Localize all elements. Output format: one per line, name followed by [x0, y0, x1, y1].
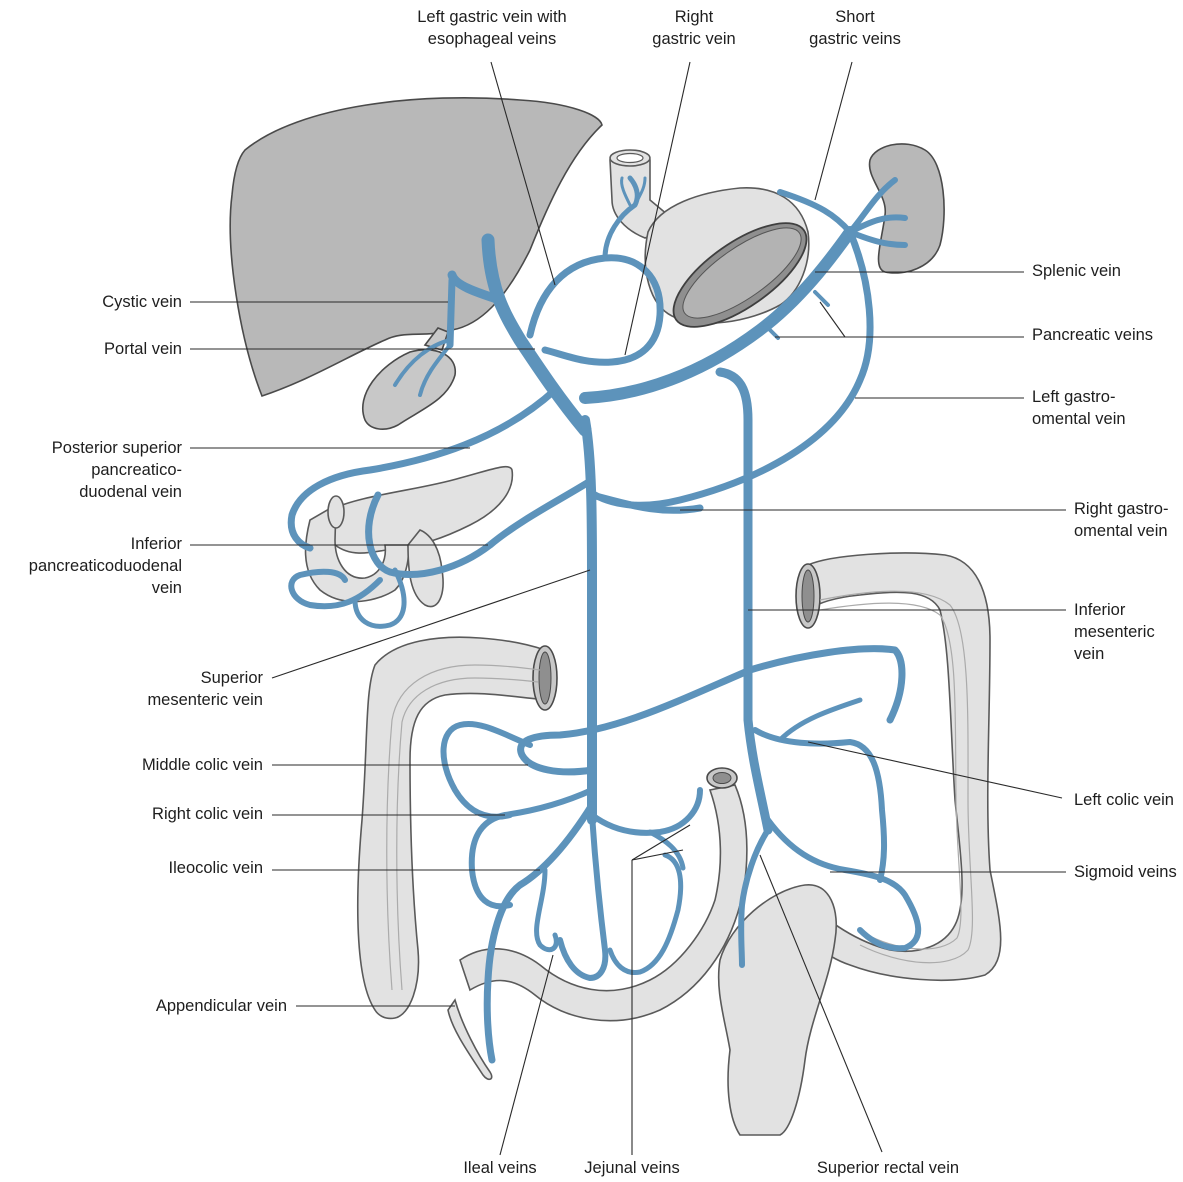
- label-left-colic-vein: Left colic vein: [1074, 789, 1174, 811]
- label-posterior-superior-pancreaticoduodenal-vein: Posterior superior pancreatico- duodenal…: [10, 437, 182, 503]
- label-left-gastroomental-vein: Left gastro- omental vein: [1032, 386, 1126, 430]
- label-pancreatic-veins: Pancreatic veins: [1032, 324, 1153, 346]
- label-cystic-vein: Cystic vein: [20, 291, 182, 313]
- label-right-colic-vein: Right colic vein: [80, 803, 263, 825]
- right-colic-vein-path: [472, 790, 592, 906]
- label-portal-vein: Portal vein: [20, 338, 182, 360]
- label-ileal-veins: Ileal veins: [440, 1157, 560, 1179]
- label-right-gastroomental-vein: Right gastro- omental vein: [1074, 498, 1168, 542]
- label-splenic-vein: Splenic vein: [1032, 260, 1121, 282]
- label-jejunal-veins: Jejunal veins: [570, 1157, 694, 1179]
- label-superior-mesenteric-vein: Superior mesenteric vein: [100, 667, 263, 711]
- label-appendicular-vein: Appendicular vein: [80, 995, 287, 1017]
- rectum: [719, 885, 837, 1135]
- ileocolic-vein-path: [487, 805, 592, 1060]
- label-superior-rectal-vein: Superior rectal vein: [800, 1157, 976, 1179]
- label-left-gastric-vein: Left gastric vein with esophageal veins: [392, 6, 592, 50]
- label-ileocolic-vein: Ileocolic vein: [80, 857, 263, 879]
- left-colic-vein-path: [755, 730, 884, 880]
- gallbladder: [363, 350, 456, 429]
- middle-colic-vein-path: [521, 649, 902, 772]
- inferior-mesenteric-vein-path: [720, 372, 768, 830]
- spleen: [870, 144, 945, 273]
- label-inferior-mesenteric-vein: Inferior mesenteric vein: [1074, 599, 1155, 665]
- label-right-gastric-vein: Right gastric vein: [634, 6, 754, 50]
- label-middle-colic-vein: Middle colic vein: [80, 754, 263, 776]
- label-sigmoid-veins: Sigmoid veins: [1074, 861, 1177, 883]
- label-short-gastric-veins: Short gastric veins: [795, 6, 915, 50]
- left-gastric-vein-path: [530, 258, 660, 363]
- label-inferior-pancreaticoduodenal-vein: Inferior pancreaticoduodenal vein: [6, 533, 182, 599]
